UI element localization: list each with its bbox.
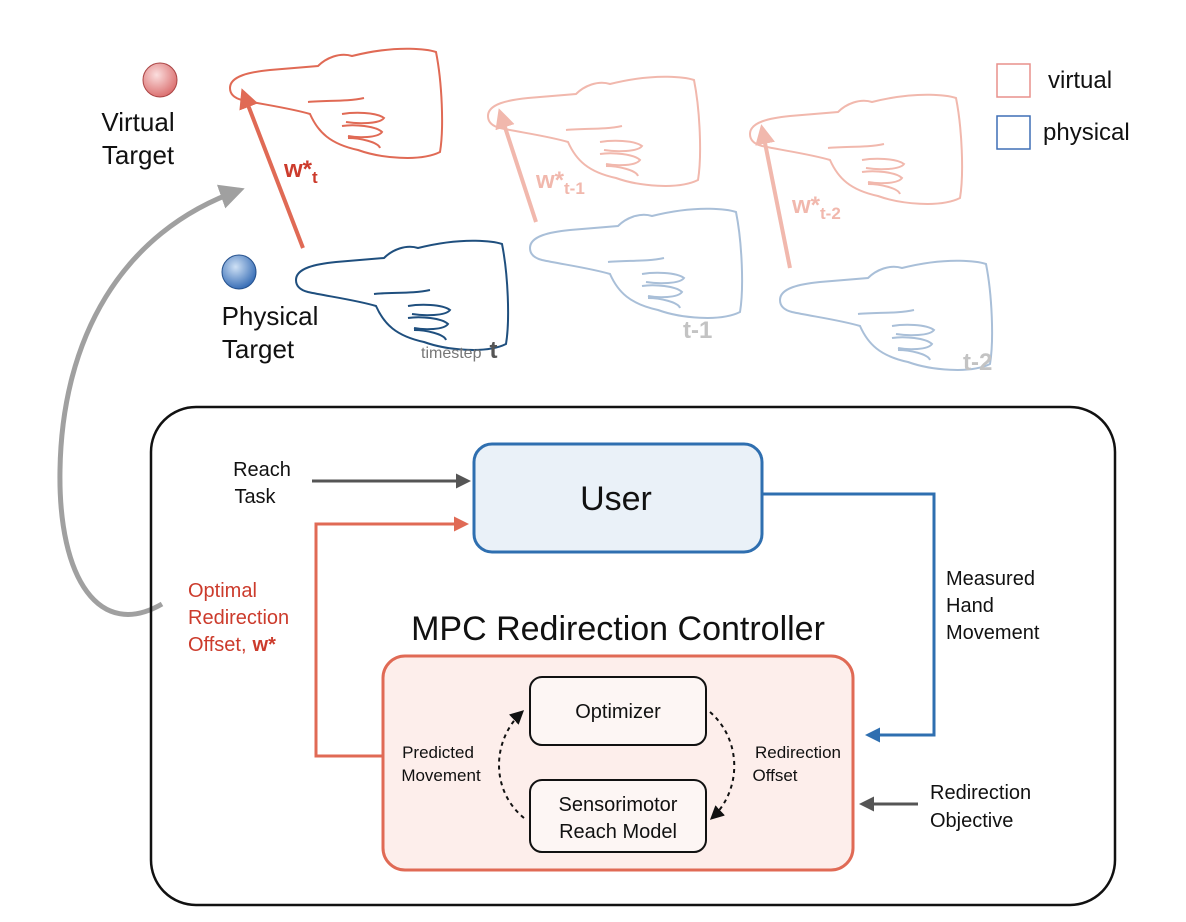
offset-label-t: w*t <box>283 156 318 187</box>
offset-label-t-2: w*t-2 <box>791 192 841 223</box>
feedback-arrow <box>57 184 245 617</box>
physical-hand-t-1-icon <box>529 207 744 319</box>
optimal-offset-arrow <box>314 516 469 758</box>
measured-movement-arrow <box>762 492 936 743</box>
offset-arrow-t <box>239 88 305 249</box>
measured-label-line1: Measured <box>946 568 1035 590</box>
reach-model-label-line2: Reach Model <box>559 821 677 843</box>
redirection-offset-label-line1: Redirection <box>755 743 841 762</box>
user-box <box>472 442 764 554</box>
offset-label-t-1: w*t-1 <box>535 167 585 198</box>
reach-model-box <box>529 779 707 853</box>
legend-physical-swatch <box>996 115 1031 150</box>
predicted-label-line1: Predicted <box>402 743 474 762</box>
offset-arrow-t-1 <box>495 108 538 223</box>
legend-physical-label: physical <box>1043 119 1130 146</box>
legend-virtual-label: virtual <box>1048 67 1112 94</box>
legend-virtual-swatch <box>996 63 1031 98</box>
virtual-target-label-line2: Target <box>102 140 175 170</box>
optimal-label-line2: Redirection <box>188 607 289 629</box>
reach-task-label-line2: Task <box>234 486 276 508</box>
control-loop-frame <box>149 405 1117 907</box>
optimizer-box <box>529 676 707 746</box>
virtual-hand-t-2-icon <box>749 93 964 205</box>
redirection-offset-arrow <box>709 711 736 820</box>
virtual-target: Virtual Target <box>101 62 178 170</box>
optimizer-label: Optimizer <box>575 701 661 723</box>
user-label: User <box>580 480 652 518</box>
objective-label-line2: Objective <box>930 810 1013 832</box>
optimal-label-line1: Optimal <box>188 580 257 602</box>
physical-target-label-line2: Target <box>222 334 295 364</box>
timestep-label-prev2: t-2 <box>963 349 992 376</box>
optimal-label-line3: Offset,w* <box>188 634 276 656</box>
physical-target-label-line1: Physical <box>222 301 319 331</box>
measured-label-line3: Movement <box>946 622 1040 644</box>
predicted-movement-arrow <box>498 710 525 819</box>
virtual-target-label-line1: Virtual <box>101 107 174 137</box>
legend: virtual physical <box>996 63 1130 150</box>
timestep-label-prev1: t-1 <box>683 317 712 344</box>
predicted-label-line2: Movement <box>401 766 481 785</box>
physical-target-sphere-icon <box>221 254 257 290</box>
physical-target: Physical Target <box>221 254 319 364</box>
objective-label-line1: Redirection <box>930 782 1031 804</box>
virtual-target-sphere-icon <box>142 62 178 98</box>
physical-hand-t-icon <box>295 239 510 351</box>
physical-hand-t-2-icon <box>779 259 994 371</box>
offset-arrow-t-2 <box>755 124 792 269</box>
measured-label-line2: Hand <box>946 595 994 617</box>
controller-box <box>381 654 855 872</box>
reach-model-label-line1: Sensorimotor <box>559 794 678 816</box>
controller-title: MPC Redirection Controller <box>411 610 825 648</box>
reach-task-label-line1: Reach <box>233 459 291 481</box>
redirection-offset-label-line2: Offset <box>752 766 797 785</box>
